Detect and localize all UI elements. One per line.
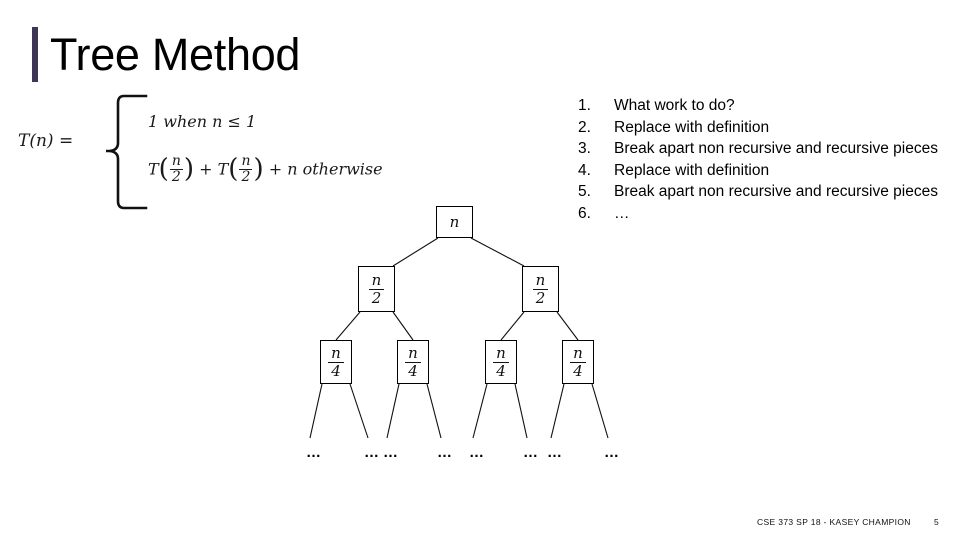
- equation-left-hand-side: T(n) =: [18, 131, 74, 151]
- fraction-denominator: 4: [405, 361, 421, 379]
- tree-ellipsis-e1: …: [306, 444, 322, 461]
- steps-list: 1. What work to do? 2. Replace with definit…: [578, 97, 960, 232]
- tree-ellipsis-e2: …: [364, 444, 380, 461]
- tree-edge-l2-b-to-e3: [386, 383, 400, 439]
- title-accent-bar: [32, 27, 38, 82]
- tree-ellipsis-e3: …: [383, 444, 399, 461]
- equation-brace-icon: [106, 94, 148, 210]
- fraction-numerator: n: [496, 344, 506, 363]
- equation-paren-open-1: (: [158, 154, 169, 185]
- tree-edge-l1-b-to-l2-c: [500, 311, 525, 341]
- tree-node-root: n: [436, 206, 473, 238]
- tree-ellipsis-e4: …: [437, 444, 453, 461]
- fraction-numerator: n: [535, 271, 546, 290]
- fraction-denominator: 2: [368, 288, 385, 306]
- fraction-numerator: n: [573, 344, 583, 363]
- step-number: 1.: [578, 97, 591, 114]
- tree-ellipsis-e7: …: [547, 444, 563, 461]
- equation-paren-close-1: ): [183, 154, 195, 185]
- step-text: …: [614, 204, 630, 222]
- tree-edge-l2-a-to-e1: [309, 383, 323, 439]
- tree-node-label: n: [449, 212, 460, 231]
- equation-paren-open-2: (: [228, 154, 239, 185]
- step-number: 5.: [578, 183, 591, 200]
- footer-course-label: CSE 373 SP 18 - KASEY CHAMPION: [757, 517, 911, 527]
- tree-edge-l2-a-to-e2: [349, 383, 369, 439]
- step-text: Break apart non recursive and recursive …: [614, 183, 938, 200]
- step-text: Break apart non recursive and recursive …: [614, 140, 938, 157]
- tree-ellipsis-e5: …: [469, 444, 485, 461]
- tree-edge-l1-a-to-l2-a: [335, 311, 361, 341]
- step-text: Replace with definition: [614, 161, 770, 179]
- fraction-numerator: n: [331, 344, 341, 363]
- tree-edge-root-to-l1-a: [392, 237, 439, 267]
- tree-ellipsis-e8: …: [604, 444, 620, 461]
- fraction-denominator: 4: [570, 361, 586, 379]
- tree-edge-l2-d-to-e7: [550, 383, 565, 439]
- tree-edge-l1-a-to-l2-b: [392, 311, 414, 341]
- footer-slide-number: 5: [934, 517, 939, 527]
- fraction-denominator: 4: [328, 361, 344, 379]
- tree-edge-root-to-l1-b: [470, 237, 525, 267]
- equation-case-base: 1 when n ≤ 1: [148, 112, 257, 131]
- tree-edge-l1-b-to-l2-d: [556, 311, 579, 341]
- step-number: 6.: [578, 204, 591, 222]
- equation-rec-middle: + T: [199, 159, 229, 179]
- step-text: What work to do?: [614, 97, 735, 114]
- page-title: Tree Method: [50, 29, 301, 80]
- step-number: 3.: [578, 140, 591, 157]
- tree-edge-l2-c-to-e5: [472, 383, 488, 439]
- tree-edge-l2-c-to-e6: [514, 383, 528, 439]
- tree-edges: [309, 237, 609, 439]
- equation-rec-prefix: T: [148, 159, 159, 179]
- equation-paren-close-2: ): [253, 154, 264, 185]
- tree-edge-l2-d-to-e8: [591, 383, 609, 439]
- tree-ellipsis-e6: …: [523, 444, 539, 461]
- fraction-denominator: 2: [532, 288, 549, 306]
- equation-rec-suffix: + n otherwise: [268, 159, 383, 179]
- fraction-denominator: 4: [493, 361, 509, 379]
- step-text: Replace with definition: [614, 118, 770, 136]
- fraction-numerator: n: [408, 344, 418, 363]
- fraction-numerator: n: [371, 271, 382, 290]
- step-number: 2.: [578, 118, 591, 136]
- step-number: 4.: [578, 161, 591, 179]
- tree-edge-l2-b-to-e4: [426, 383, 442, 439]
